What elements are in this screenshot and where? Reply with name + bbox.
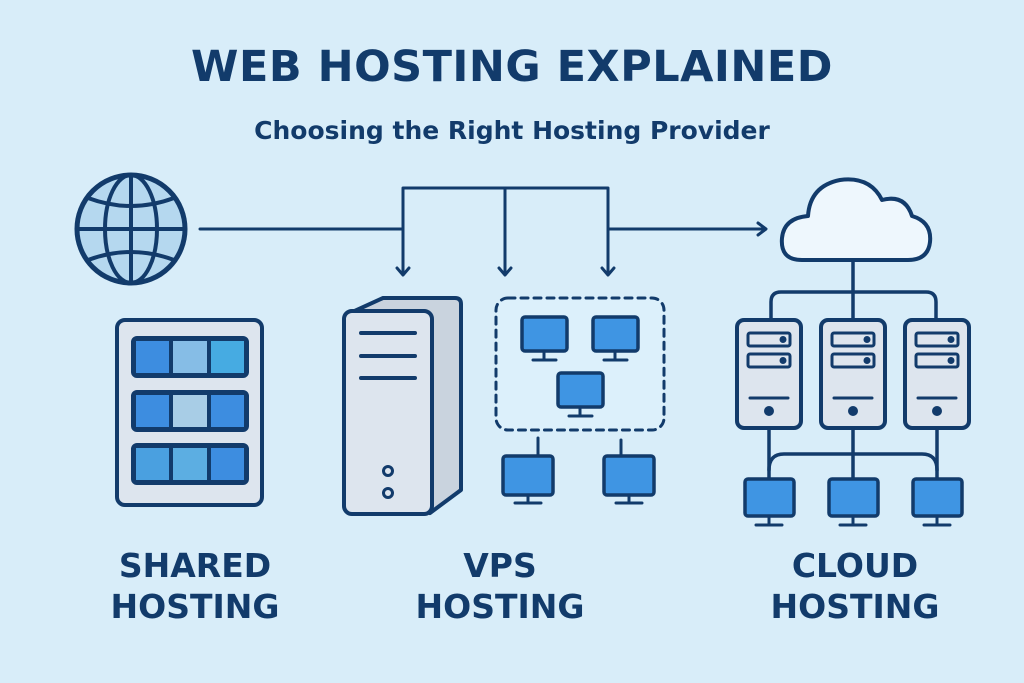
arrow-down-icon <box>600 266 616 277</box>
arrow-down-icon <box>395 266 411 277</box>
vps-label-line2: HOSTING <box>415 587 585 626</box>
arrow-down-icon <box>497 266 513 277</box>
client-monitor-icon <box>501 454 555 505</box>
shared-label-line1: SHARED <box>118 546 272 585</box>
vm-monitor-icon <box>556 371 605 418</box>
shared-hosting-label: SHARED HOSTING <box>95 545 295 627</box>
vps-hosting-label: VPS HOSTING <box>400 545 600 627</box>
client-monitor-icon <box>743 477 796 527</box>
page-subtitle: Choosing the Right Hosting Provider <box>254 116 770 145</box>
globe-icon <box>74 172 188 286</box>
vm-monitor-icon <box>520 315 569 362</box>
connector-lines <box>198 186 768 277</box>
client-monitor-icon <box>827 477 880 527</box>
cloud-hosting-label: CLOUD HOSTING <box>755 545 955 627</box>
shared-server-grid-icon <box>115 318 264 507</box>
cloud-server-icon <box>735 318 803 430</box>
shared-label-line2: HOSTING <box>110 587 280 626</box>
cloud-label-line1: CLOUD <box>791 546 919 585</box>
vps-label-line1: VPS <box>463 546 537 585</box>
cloud-server-tree <box>769 258 938 322</box>
cloud-server-icon <box>819 318 887 430</box>
cloud-label-line2: HOSTING <box>770 587 940 626</box>
arrow-right-icon <box>756 221 768 237</box>
cloud-icon <box>779 177 933 262</box>
cloud-server-icon <box>903 318 971 430</box>
vm-monitor-icon <box>591 315 640 362</box>
client-monitor-icon <box>602 454 656 505</box>
cloud-client-tree <box>767 426 939 481</box>
page-title: WEB HOSTING EXPLAINED <box>191 42 833 92</box>
client-monitor-icon <box>911 477 964 527</box>
tower-server-icon <box>342 296 463 516</box>
